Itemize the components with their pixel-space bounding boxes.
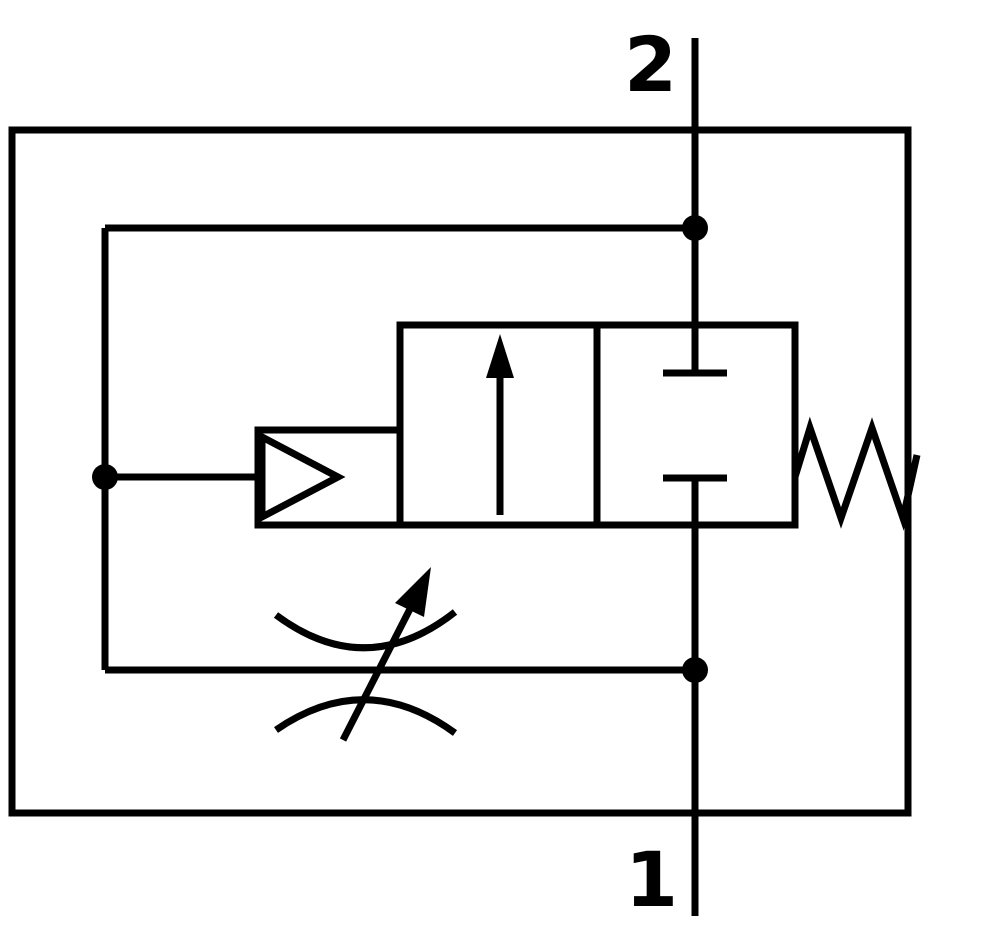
junction-dot-bottom xyxy=(682,657,708,683)
port-1-label: 1 xyxy=(625,835,678,924)
throttle-arc-top xyxy=(273,609,458,652)
pilot-box xyxy=(254,426,404,529)
junction-dot-left xyxy=(92,464,118,490)
enclosure-frame xyxy=(8,126,912,817)
throttle-arrow-shaft xyxy=(339,603,416,742)
throttle-arrow-head-icon xyxy=(395,567,431,617)
port-2-label: 2 xyxy=(624,20,677,109)
return-spring-icon xyxy=(791,416,921,531)
flow-arrow-head-icon xyxy=(486,334,514,378)
throttle-arc-bottom xyxy=(274,696,458,736)
junction-dot-top xyxy=(682,215,708,241)
pneumatic-pilot-triangle-icon xyxy=(258,431,346,523)
